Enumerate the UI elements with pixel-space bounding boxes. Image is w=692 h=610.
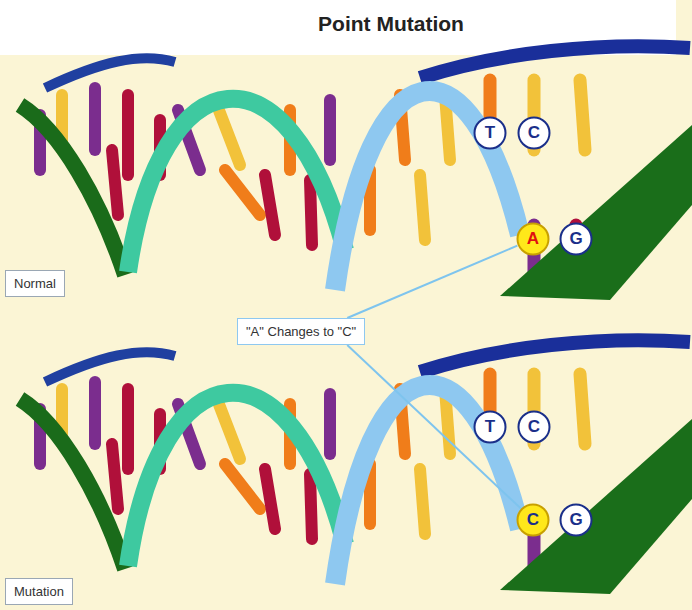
base-letter: T: [485, 123, 495, 143]
panel-label: Normal: [5, 270, 65, 297]
base-letter: G: [569, 229, 582, 249]
circle-shape: [561, 505, 592, 536]
callout-box: "A" Changes to "C": [237, 318, 365, 345]
normal-helix: [20, 46, 692, 300]
panel-label: Mutation: [5, 578, 73, 605]
circle-shape: [518, 505, 549, 536]
base-circle: G: [559, 222, 593, 256]
leader-line: [347, 246, 517, 318]
circle-shape: [561, 224, 592, 255]
base-circle: T: [473, 410, 507, 444]
leader-line: [347, 345, 520, 508]
base-circle: C: [517, 410, 551, 444]
base-letter: C: [527, 510, 539, 530]
base-circle: C: [517, 116, 551, 150]
base-letter: C: [528, 417, 540, 437]
base-circle: G: [559, 503, 593, 537]
diagram-title: Point Mutation: [0, 12, 692, 36]
base-letter: G: [569, 510, 582, 530]
label-text: Mutation: [14, 584, 64, 599]
circle-shape: [519, 118, 550, 149]
circle-shape: [475, 412, 506, 443]
base-circle: A: [516, 222, 550, 256]
base-letter: A: [527, 229, 539, 249]
circle-shape: [519, 412, 550, 443]
circle-shape: [475, 118, 506, 149]
circle-shape: [518, 224, 549, 255]
base-letter: T: [485, 417, 495, 437]
base-circle: T: [473, 116, 507, 150]
label-text: Normal: [14, 276, 56, 291]
label-text: "A" Changes to "C": [246, 324, 356, 339]
mutant-helix: [20, 340, 692, 594]
base-letter: C: [528, 123, 540, 143]
base-circle: C: [516, 503, 550, 537]
